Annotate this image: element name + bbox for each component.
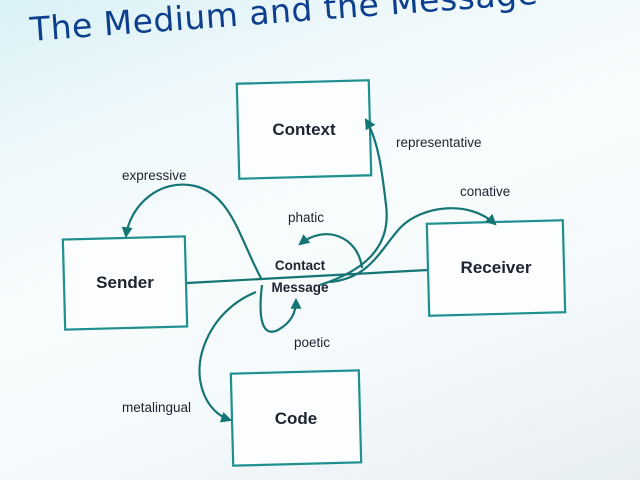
poetic-label: poetic bbox=[294, 335, 330, 350]
expressive-label: expressive bbox=[122, 168, 187, 183]
conative-arrow bbox=[329, 207, 497, 284]
metalingual-label: metalingual bbox=[122, 400, 191, 415]
representative-arrow bbox=[319, 118, 388, 287]
sender-label: Sender bbox=[96, 273, 154, 292]
context-box: Context bbox=[235, 79, 373, 180]
sender-receiver-line bbox=[186, 268, 429, 285]
expressive-arrow bbox=[121, 183, 263, 281]
phatic-label: phatic bbox=[288, 210, 324, 225]
message-label: Message bbox=[271, 280, 329, 295]
code-label: Code bbox=[275, 409, 318, 428]
sender-box: Sender bbox=[61, 235, 189, 331]
phatic-arrow bbox=[298, 233, 364, 269]
context-label: Context bbox=[272, 120, 336, 139]
conative-label: conative bbox=[460, 184, 510, 199]
representative-label: representative bbox=[396, 135, 482, 150]
receiver-label: Receiver bbox=[461, 258, 532, 277]
contact-label: Contact bbox=[275, 258, 326, 273]
receiver-box: Receiver bbox=[425, 219, 567, 317]
poetic-arrow bbox=[259, 284, 302, 333]
metalingual-arrow bbox=[198, 290, 257, 423]
code-box: Code bbox=[229, 369, 363, 467]
